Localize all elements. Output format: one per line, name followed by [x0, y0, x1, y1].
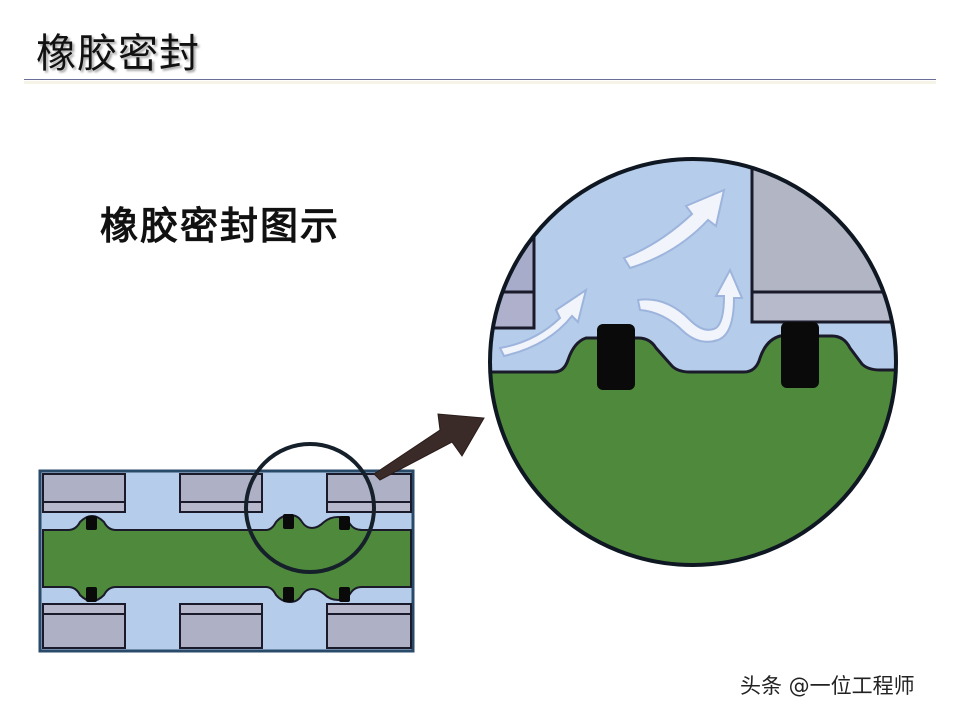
figure-caption: 橡胶密封图示	[100, 204, 341, 248]
rubber-body-large	[490, 334, 896, 565]
flow-arrow-1	[498, 287, 588, 358]
pointer-arrow	[373, 413, 485, 481]
magnifier-ring	[244, 442, 376, 574]
overview-cross-section	[38, 442, 415, 653]
rubber-body-small	[42, 513, 412, 604]
flow-arrows	[498, 188, 744, 358]
seal-large-right	[781, 322, 819, 388]
flow-arrow-3	[636, 267, 744, 343]
title-underline	[24, 79, 936, 80]
seal-large-left	[597, 324, 635, 390]
magnified-detail	[488, 157, 898, 567]
slide-title: 橡胶密封	[36, 31, 200, 77]
top-plates	[42, 473, 412, 513]
watermark: 头条 @一位工程师	[740, 674, 915, 698]
magnified-circle-outline	[488, 157, 898, 567]
bottom-plates	[42, 603, 412, 649]
flow-arrow-2	[622, 188, 726, 270]
title-underline-shadow	[24, 81, 936, 84]
